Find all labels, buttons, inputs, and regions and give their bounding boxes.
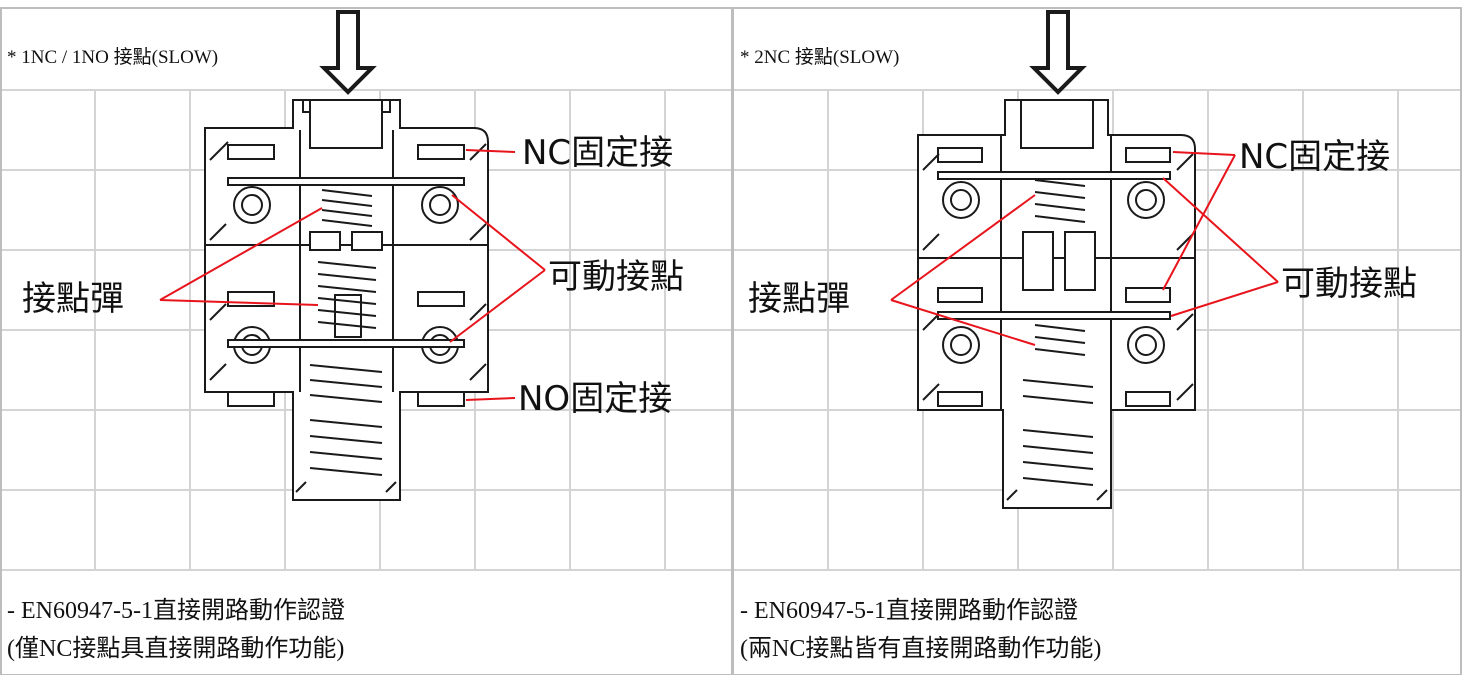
label-movable-contact: 可動接點 <box>548 257 684 297</box>
leader-lines <box>890 151 1279 346</box>
panel-border <box>733 7 1462 675</box>
left-labels: NC固定接 可動接點 接點彈 NO固定接 <box>22 133 684 419</box>
down-arrow-icon <box>319 10 377 95</box>
label-contact-spring: 接點彈 <box>748 279 850 319</box>
left-caption: * 1NC / 1NO 接點(SLOW) <box>7 47 219 68</box>
right-labels: NC固定接 可動接點 接點彈 <box>748 137 1417 319</box>
label-nc-fixed: NC固定接 <box>1239 137 1390 177</box>
panel-1nc-1no: NC固定接 可動接點 接點彈 NO固定接 * 1NC / 1NO 接點(SLOW… <box>0 7 733 675</box>
down-arrow-icon <box>1029 10 1087 95</box>
left-note-certification: - EN60947-5-1直接開路動作認證 <box>7 598 345 624</box>
panel-border <box>0 7 733 675</box>
right-caption: * 2NC 接點(SLOW) <box>740 47 900 68</box>
leader-lines <box>159 149 546 401</box>
label-no-fixed: NO固定接 <box>518 379 672 419</box>
right-diagram: NC固定接 可動接點 接點彈 <box>733 7 1462 675</box>
right-note-detail: (兩NC接點皆有直接開路動作功能) <box>740 636 1102 662</box>
left-note-detail: (僅NC接點具直接開路動作功能) <box>7 636 345 662</box>
label-nc-fixed: NC固定接 <box>522 133 673 173</box>
switch-cross-section <box>917 99 1196 509</box>
label-movable-contact: 可動接點 <box>1281 264 1417 304</box>
label-contact-spring: 接點彈 <box>22 279 124 319</box>
right-note-certification: - EN60947-5-1直接開路動作認證 <box>740 598 1078 624</box>
switch-cross-section <box>204 99 489 501</box>
panel-2nc: NC固定接 可動接點 接點彈 * 2NC 接點(SLOW) - EN60947-… <box>733 0 1462 675</box>
left-diagram: NC固定接 可動接點 接點彈 NO固定接 <box>0 7 733 675</box>
